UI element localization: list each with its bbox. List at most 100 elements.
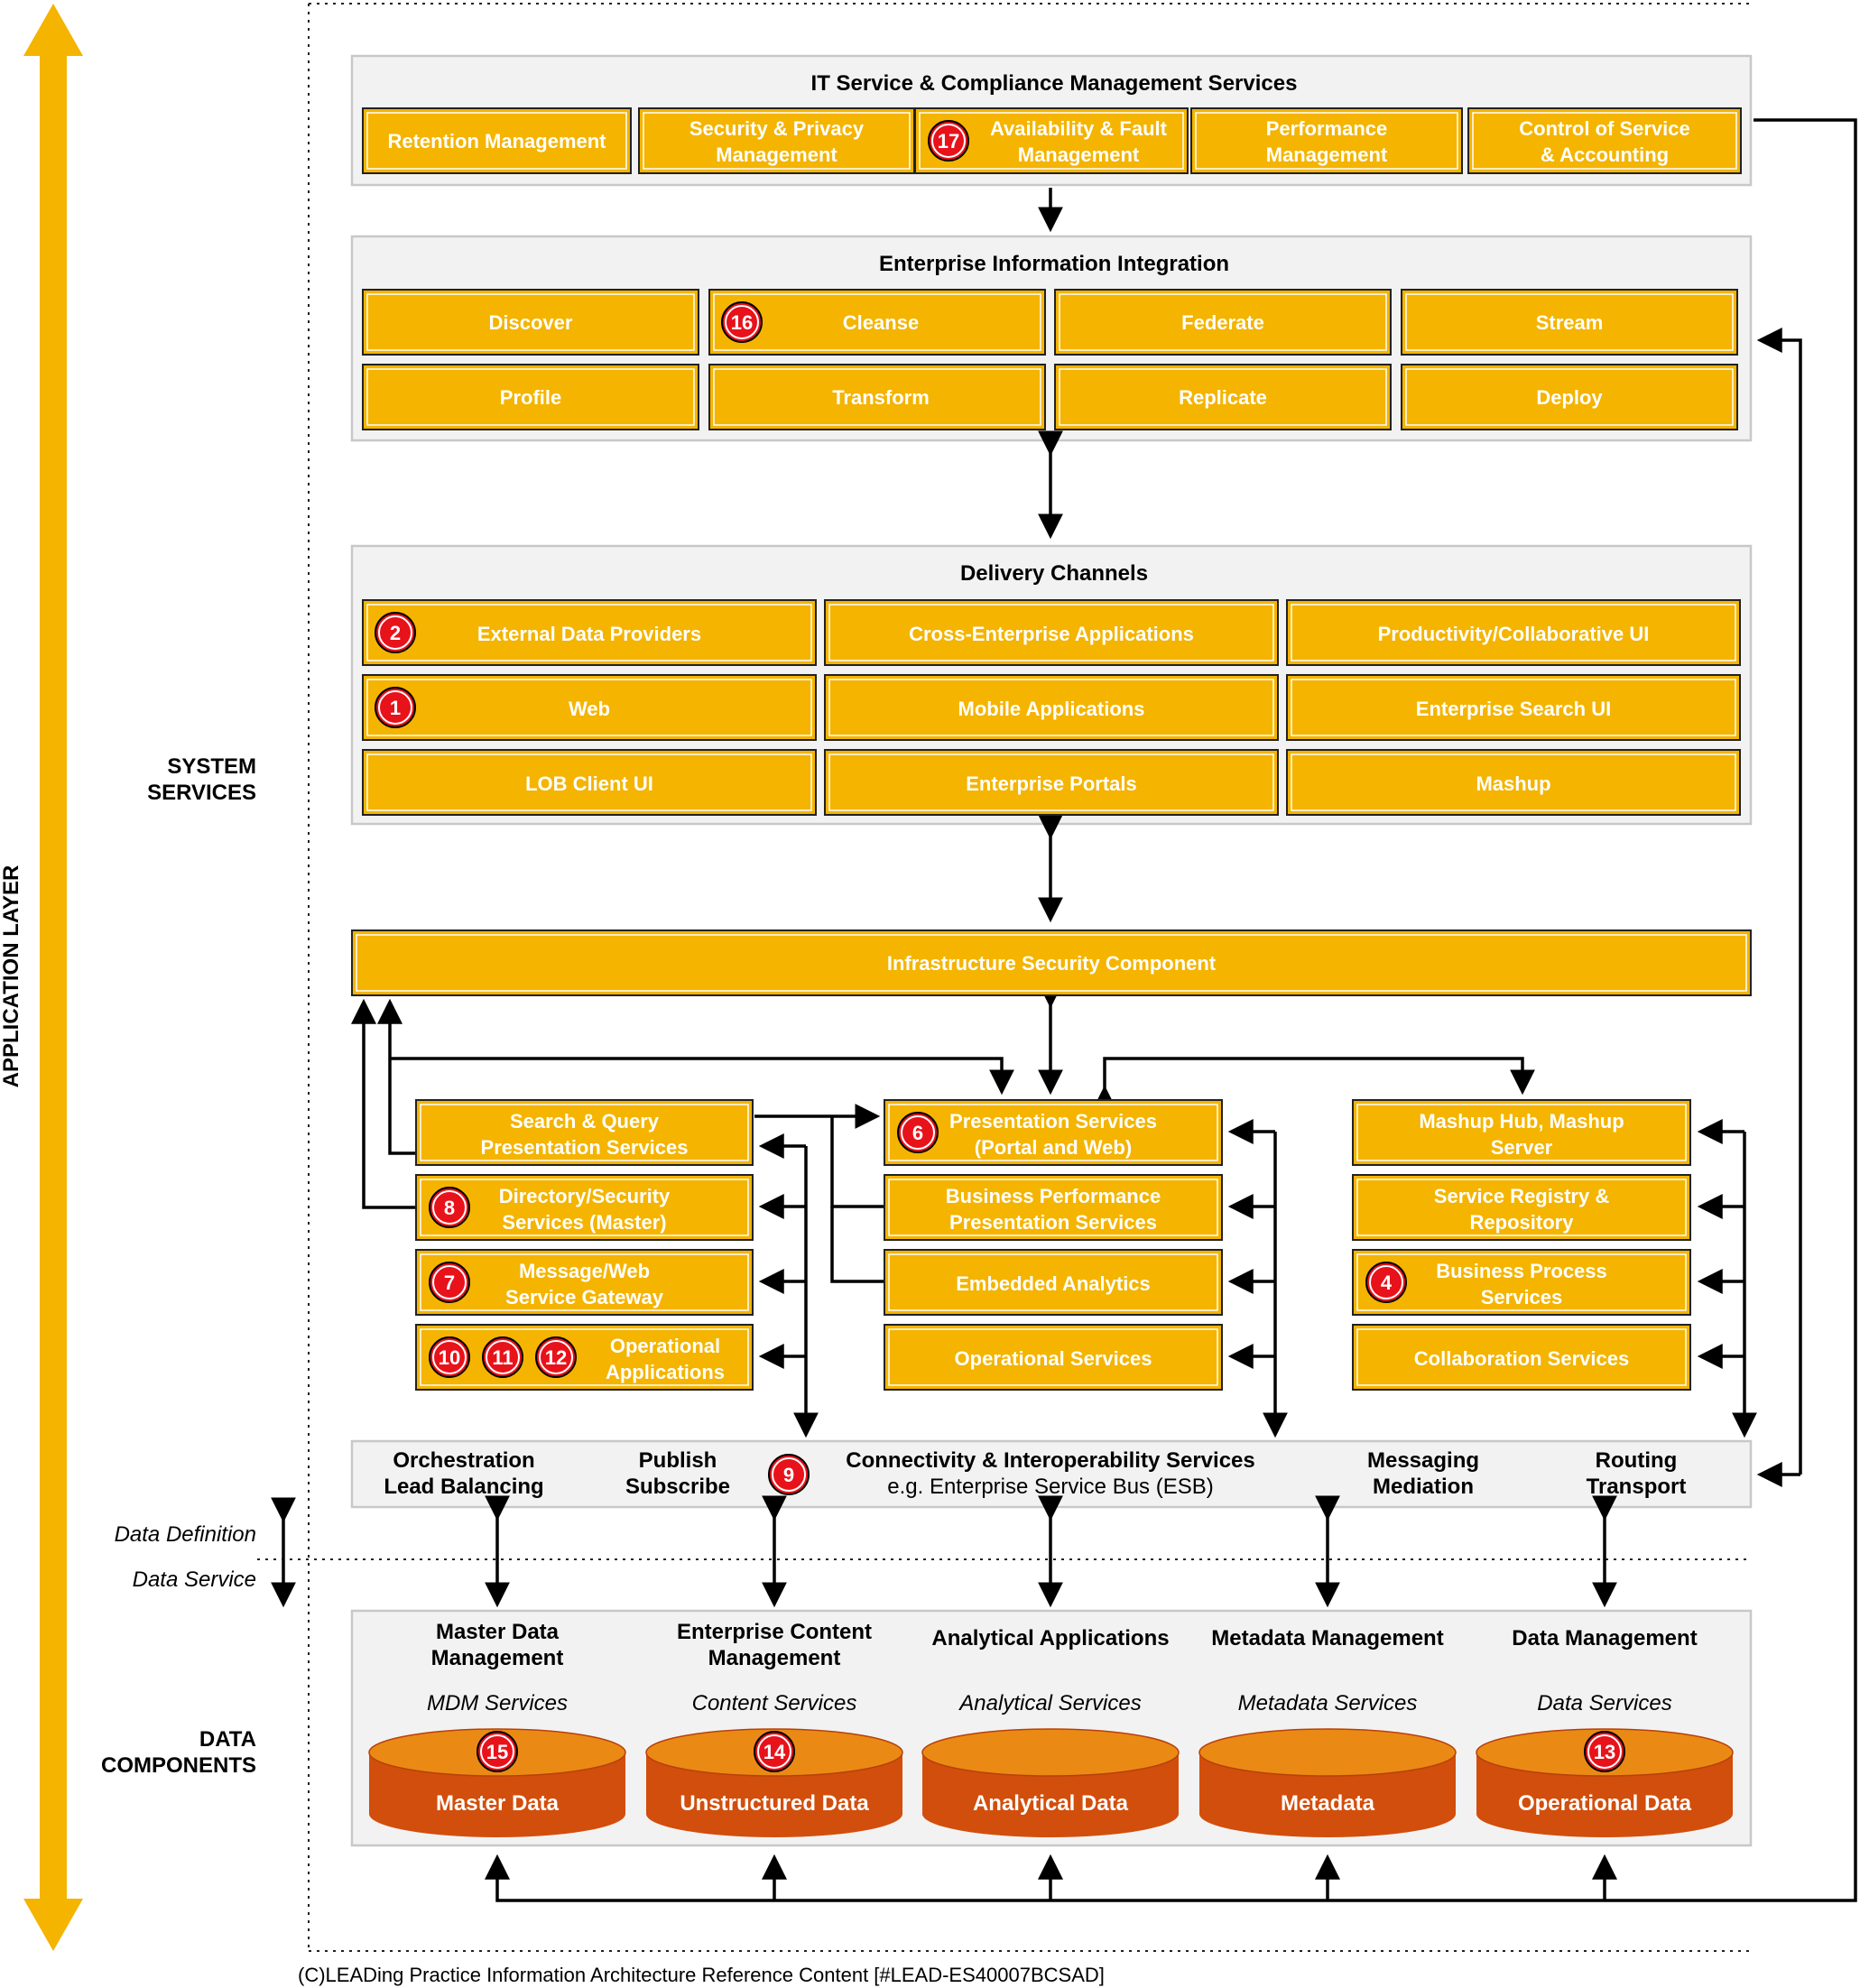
eii-item-label: Cleanse	[843, 311, 919, 334]
delivery-item-inner	[366, 754, 812, 811]
right-service-item-bg	[1352, 1099, 1691, 1166]
cylinder-body	[369, 1752, 625, 1837]
data-store-label: Unstructured Data	[680, 1791, 869, 1816]
data-store-badge-15: 15	[477, 1731, 518, 1772]
eii-item-stream: Stream	[1401, 289, 1738, 356]
delivery-item-label: External Data Providers	[477, 623, 701, 645]
eii-item-inner	[366, 293, 695, 351]
eii-item-inner	[1405, 293, 1734, 351]
delivery-item-inner	[828, 679, 1274, 736]
data-component-service: Analytical Services	[958, 1691, 1141, 1715]
eii-item-bg	[1401, 289, 1738, 356]
data-component-title: Metadata Management	[1211, 1626, 1443, 1651]
it-service-item-text: Security & Privacy	[689, 117, 865, 140]
left-service-item-bg	[415, 1099, 754, 1166]
it-service-item-text: Management	[1266, 143, 1388, 166]
left-service-item-text: Operational	[610, 1335, 720, 1357]
esb-badge-ring	[772, 1457, 806, 1492]
data-store-label: Operational Data	[1518, 1791, 1692, 1816]
side-labels: APPLICATION LAYER SYSTEM SERVICES Data D…	[0, 754, 256, 1778]
left-service-item-text: Services (Master)	[502, 1211, 666, 1234]
delivery-item-bg	[1286, 599, 1741, 666]
data-store-label: Master Data	[436, 1791, 560, 1816]
data-store-badge-14-ring	[757, 1734, 791, 1769]
it-service-item-5: Control of Service & Accounting	[1467, 107, 1742, 174]
database-cylinder-icon	[921, 1728, 1180, 1837]
right-service-item-text: Collaboration Services	[1414, 1347, 1629, 1370]
it-service-item-1: Retention Management	[362, 107, 632, 174]
left-service-item-text: Presentation Services	[481, 1136, 689, 1159]
left-service-badge-12-circle	[535, 1336, 577, 1378]
data-component-service: MDM Services	[427, 1691, 568, 1715]
connectivity-item-line2: Subscribe	[625, 1475, 730, 1499]
delivery-item-5: Mobile Applications	[824, 674, 1279, 741]
delivery-badge-1-label: 1	[390, 697, 401, 719]
delivery-item-label: Web	[569, 698, 610, 720]
right-service-item-inner	[1356, 1104, 1687, 1161]
data-components-label-line2: COMPONENTS	[101, 1753, 256, 1778]
right-service-item-bg	[1352, 1249, 1691, 1316]
mid-service-item-bg	[884, 1174, 1223, 1241]
infra-inner	[356, 934, 1747, 992]
it-service-item-text: Availability & Fault	[990, 117, 1168, 140]
left-service-badge-10-ring	[432, 1340, 467, 1374]
availability-badge: 17	[928, 120, 969, 162]
left-service-badge-8: 8	[429, 1187, 470, 1228]
infra-label: Infrastructure Security Component	[887, 952, 1217, 975]
delivery-item-inner	[828, 604, 1274, 661]
connectivity-title: Connectivity & Interoperability Services	[846, 1448, 1254, 1473]
delivery-badge-1-circle	[375, 687, 416, 728]
it-service-item-inner	[643, 112, 911, 170]
it-service-item-text: & Accounting	[1541, 143, 1669, 166]
it-service-item-inner	[366, 112, 627, 170]
mid-service-item-inner	[888, 1328, 1218, 1386]
eii-item-profile: Profile	[362, 364, 699, 430]
delivery-item-label: Cross-Enterprise Applications	[909, 623, 1194, 645]
delivery-item-6: Enterprise Search UI	[1286, 674, 1741, 741]
left-service-badge-8-label: 8	[444, 1197, 455, 1219]
it-service-item-inner	[1195, 112, 1458, 170]
right-service-item-text: Mashup Hub, Mashup	[1419, 1110, 1624, 1133]
left-service-badge-8-circle	[429, 1187, 470, 1228]
cleanse-badge-circle	[721, 301, 763, 343]
left-service-badge-12-ring	[539, 1340, 573, 1374]
left-service-item-text: Directory/Security	[499, 1185, 671, 1207]
system-services-label-line1: SYSTEM	[167, 754, 256, 779]
cleanse-badge: 16	[721, 301, 763, 343]
left-service-item-inner	[420, 1179, 749, 1236]
connectivity-item-line2: Mediation	[1373, 1475, 1474, 1499]
delivery-item-inner	[1291, 754, 1736, 811]
mid-service-item-3: Embedded Analytics	[884, 1249, 1223, 1316]
right-service-badge-4-circle	[1365, 1262, 1407, 1303]
mid-service-item-text: Operational Services	[955, 1347, 1152, 1370]
delivery-item-inner	[1291, 604, 1736, 661]
left-service-badge-11-label: 11	[492, 1346, 513, 1369]
left-service-item-text: Service Gateway	[505, 1286, 664, 1308]
data-store-badge-13-circle	[1584, 1731, 1625, 1772]
left-service-item-bg	[415, 1249, 754, 1316]
eii-item-inner	[1059, 368, 1387, 426]
eii-item-bg	[708, 289, 1046, 356]
delivery-badge-1: 1	[375, 687, 416, 728]
esb-badge: 9	[768, 1454, 810, 1495]
it-service-item-text: Control of Service	[1519, 117, 1689, 140]
data-store-badge-13-label: 13	[1594, 1741, 1615, 1763]
mid-service-item-text: Presentation Services	[949, 1110, 1157, 1133]
left-service-badge-10: 10	[429, 1336, 470, 1378]
esb-badge-label: 9	[783, 1464, 794, 1486]
mid-service-item-4: Operational Services	[884, 1324, 1223, 1391]
connectivity-item-line2: Transport	[1587, 1475, 1687, 1499]
data-component-service: Content Services	[692, 1691, 857, 1715]
left-service-badge-11: 11	[482, 1336, 523, 1378]
right-service-item-text: Server	[1491, 1136, 1553, 1159]
footer-copyright: (C)LEADing Practice Information Architec…	[298, 1964, 1105, 1986]
eii-item-bg	[362, 364, 699, 430]
data-store-badge-15-circle	[477, 1731, 518, 1772]
right-service-item-2: Service Registry &Repository	[1352, 1174, 1691, 1241]
